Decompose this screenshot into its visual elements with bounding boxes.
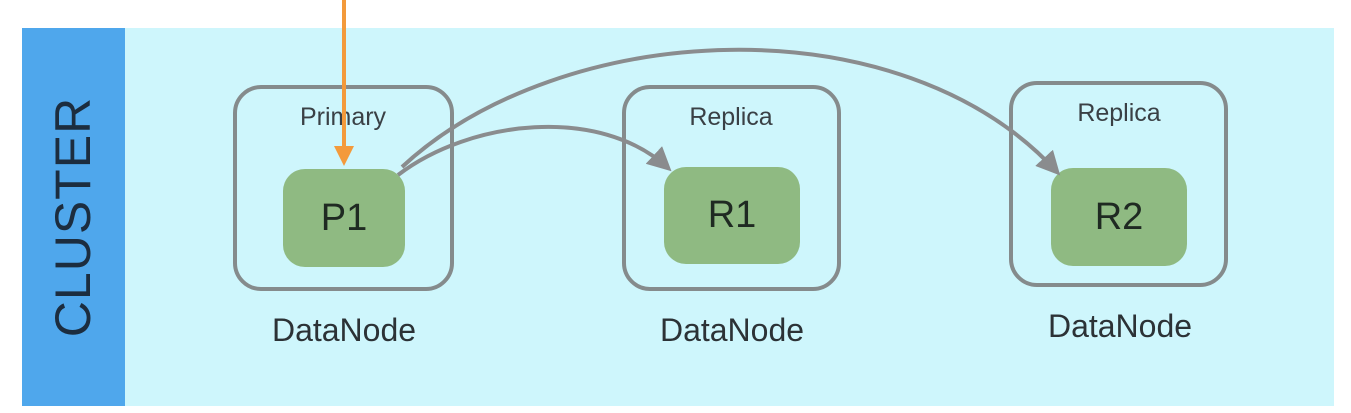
node-caption-replica-2: DataNode bbox=[1047, 308, 1193, 344]
shard-r2: R2 bbox=[1051, 168, 1187, 266]
datanode-box-replica-2 bbox=[1009, 81, 1228, 287]
cluster-label-bar bbox=[22, 28, 125, 406]
shard-r1: R1 bbox=[664, 167, 800, 264]
datanode-box-replica-1 bbox=[622, 85, 841, 291]
node-role-label-replica-1: Replica bbox=[689, 103, 773, 131]
replication-arrow-p1-to-r1 bbox=[396, 124, 672, 177]
shard-p1: P1 bbox=[283, 169, 405, 267]
node-role-label-replica-2: Replica bbox=[1077, 99, 1161, 127]
node-caption-replica-1: DataNode bbox=[659, 312, 805, 348]
replication-arrow-p1-to-r2 bbox=[400, 47, 1061, 176]
node-caption-primary: DataNode bbox=[271, 312, 417, 348]
